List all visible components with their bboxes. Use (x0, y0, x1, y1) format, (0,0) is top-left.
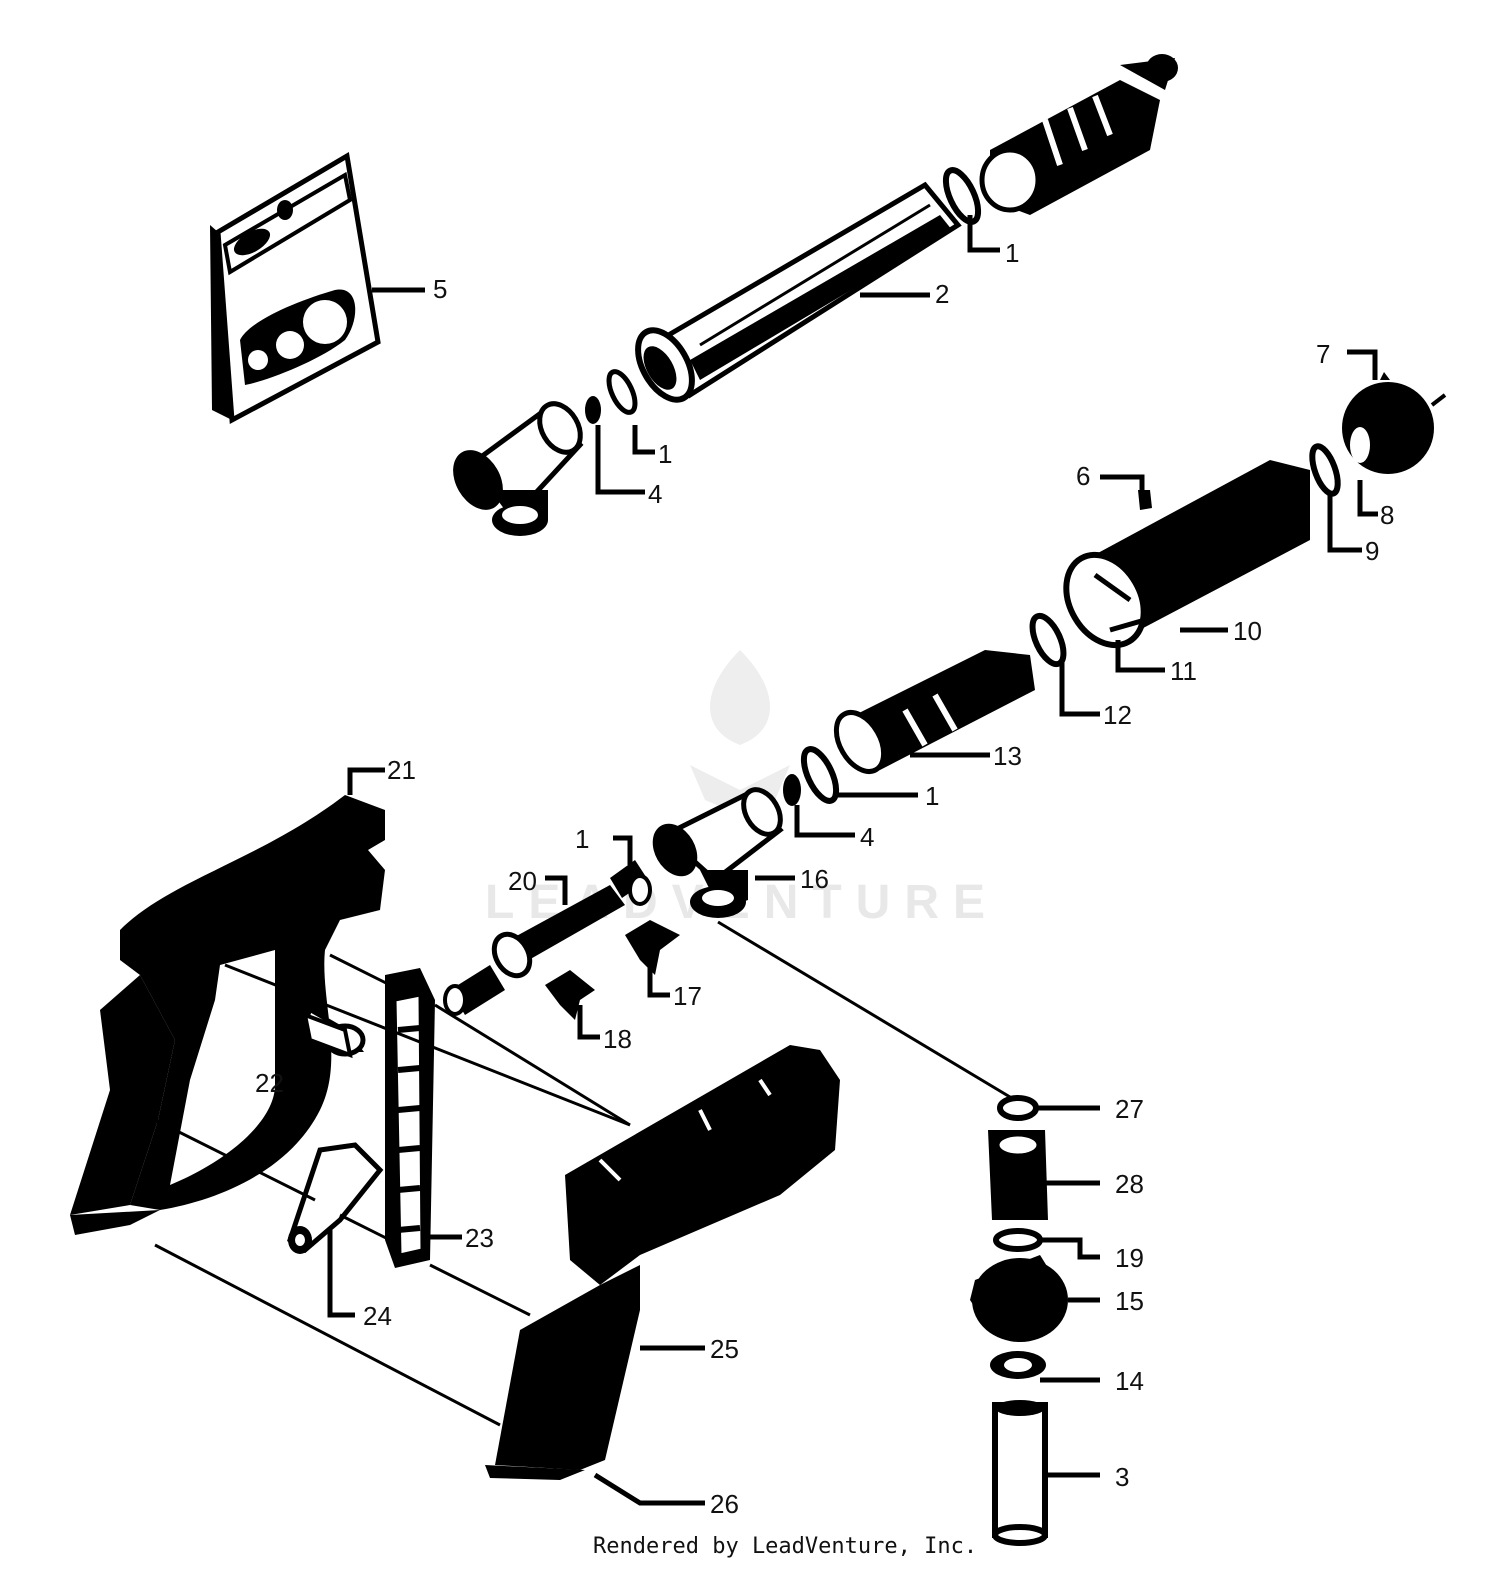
callout-8: 8 (1380, 500, 1394, 530)
trigger-valve-assembly (443, 860, 680, 1020)
callout-23: 23 (465, 1223, 494, 1253)
footer-credit: Rendered by LeadVenture, Inc. (593, 1534, 977, 1559)
callout-4-upper: 4 (648, 479, 662, 509)
callout-1-mid: 1 (658, 439, 672, 469)
gun-handle-left (70, 795, 385, 1235)
callout-2: 2 (935, 279, 949, 309)
callout-labels: 1 2 1 4 5 7 6 8 9 10 11 12 13 1 4 1 16 2… (255, 238, 1394, 1519)
trigger-part (385, 968, 435, 1268)
callout-17: 17 (673, 981, 702, 1011)
callout-10: 10 (1233, 616, 1262, 646)
callout-13: 13 (993, 741, 1022, 771)
inlet-stack (970, 1095, 1068, 1546)
gun-handle-right (485, 1045, 840, 1480)
callout-18: 18 (603, 1024, 632, 1054)
leader-lines (327, 215, 1378, 1506)
callout-27: 27 (1115, 1094, 1144, 1124)
callout-28: 28 (1115, 1169, 1144, 1199)
callout-4-lower: 4 (860, 822, 874, 852)
callout-25: 25 (710, 1334, 739, 1364)
callout-20: 20 (508, 866, 537, 896)
callout-1-upper: 1 (1005, 238, 1019, 268)
callout-11: 11 (1170, 656, 1197, 686)
assembly-lines (154, 920, 1016, 1427)
callout-6: 6 (1076, 461, 1090, 491)
callout-21: 21 (387, 755, 416, 785)
callout-5: 5 (433, 274, 447, 304)
callout-1-valve: 1 (575, 824, 589, 854)
callout-19: 19 (1115, 1243, 1144, 1273)
callout-14: 14 (1115, 1366, 1144, 1396)
lower-wand-assembly (652, 372, 1447, 918)
callout-26: 26 (710, 1489, 739, 1519)
callout-12: 12 (1103, 700, 1132, 730)
callout-24: 24 (363, 1301, 392, 1331)
decal-sheet-part (210, 151, 381, 425)
upper-wand-assembly (453, 54, 1178, 536)
callout-3: 3 (1115, 1462, 1129, 1492)
callout-22: 22 (255, 1068, 284, 1098)
callout-9: 9 (1365, 536, 1379, 566)
safety-lever-part (287, 1142, 384, 1254)
callout-1-lower: 1 (925, 781, 939, 811)
callout-16: 16 (800, 864, 829, 894)
callout-7: 7 (1316, 339, 1330, 369)
callout-15: 15 (1115, 1286, 1144, 1316)
